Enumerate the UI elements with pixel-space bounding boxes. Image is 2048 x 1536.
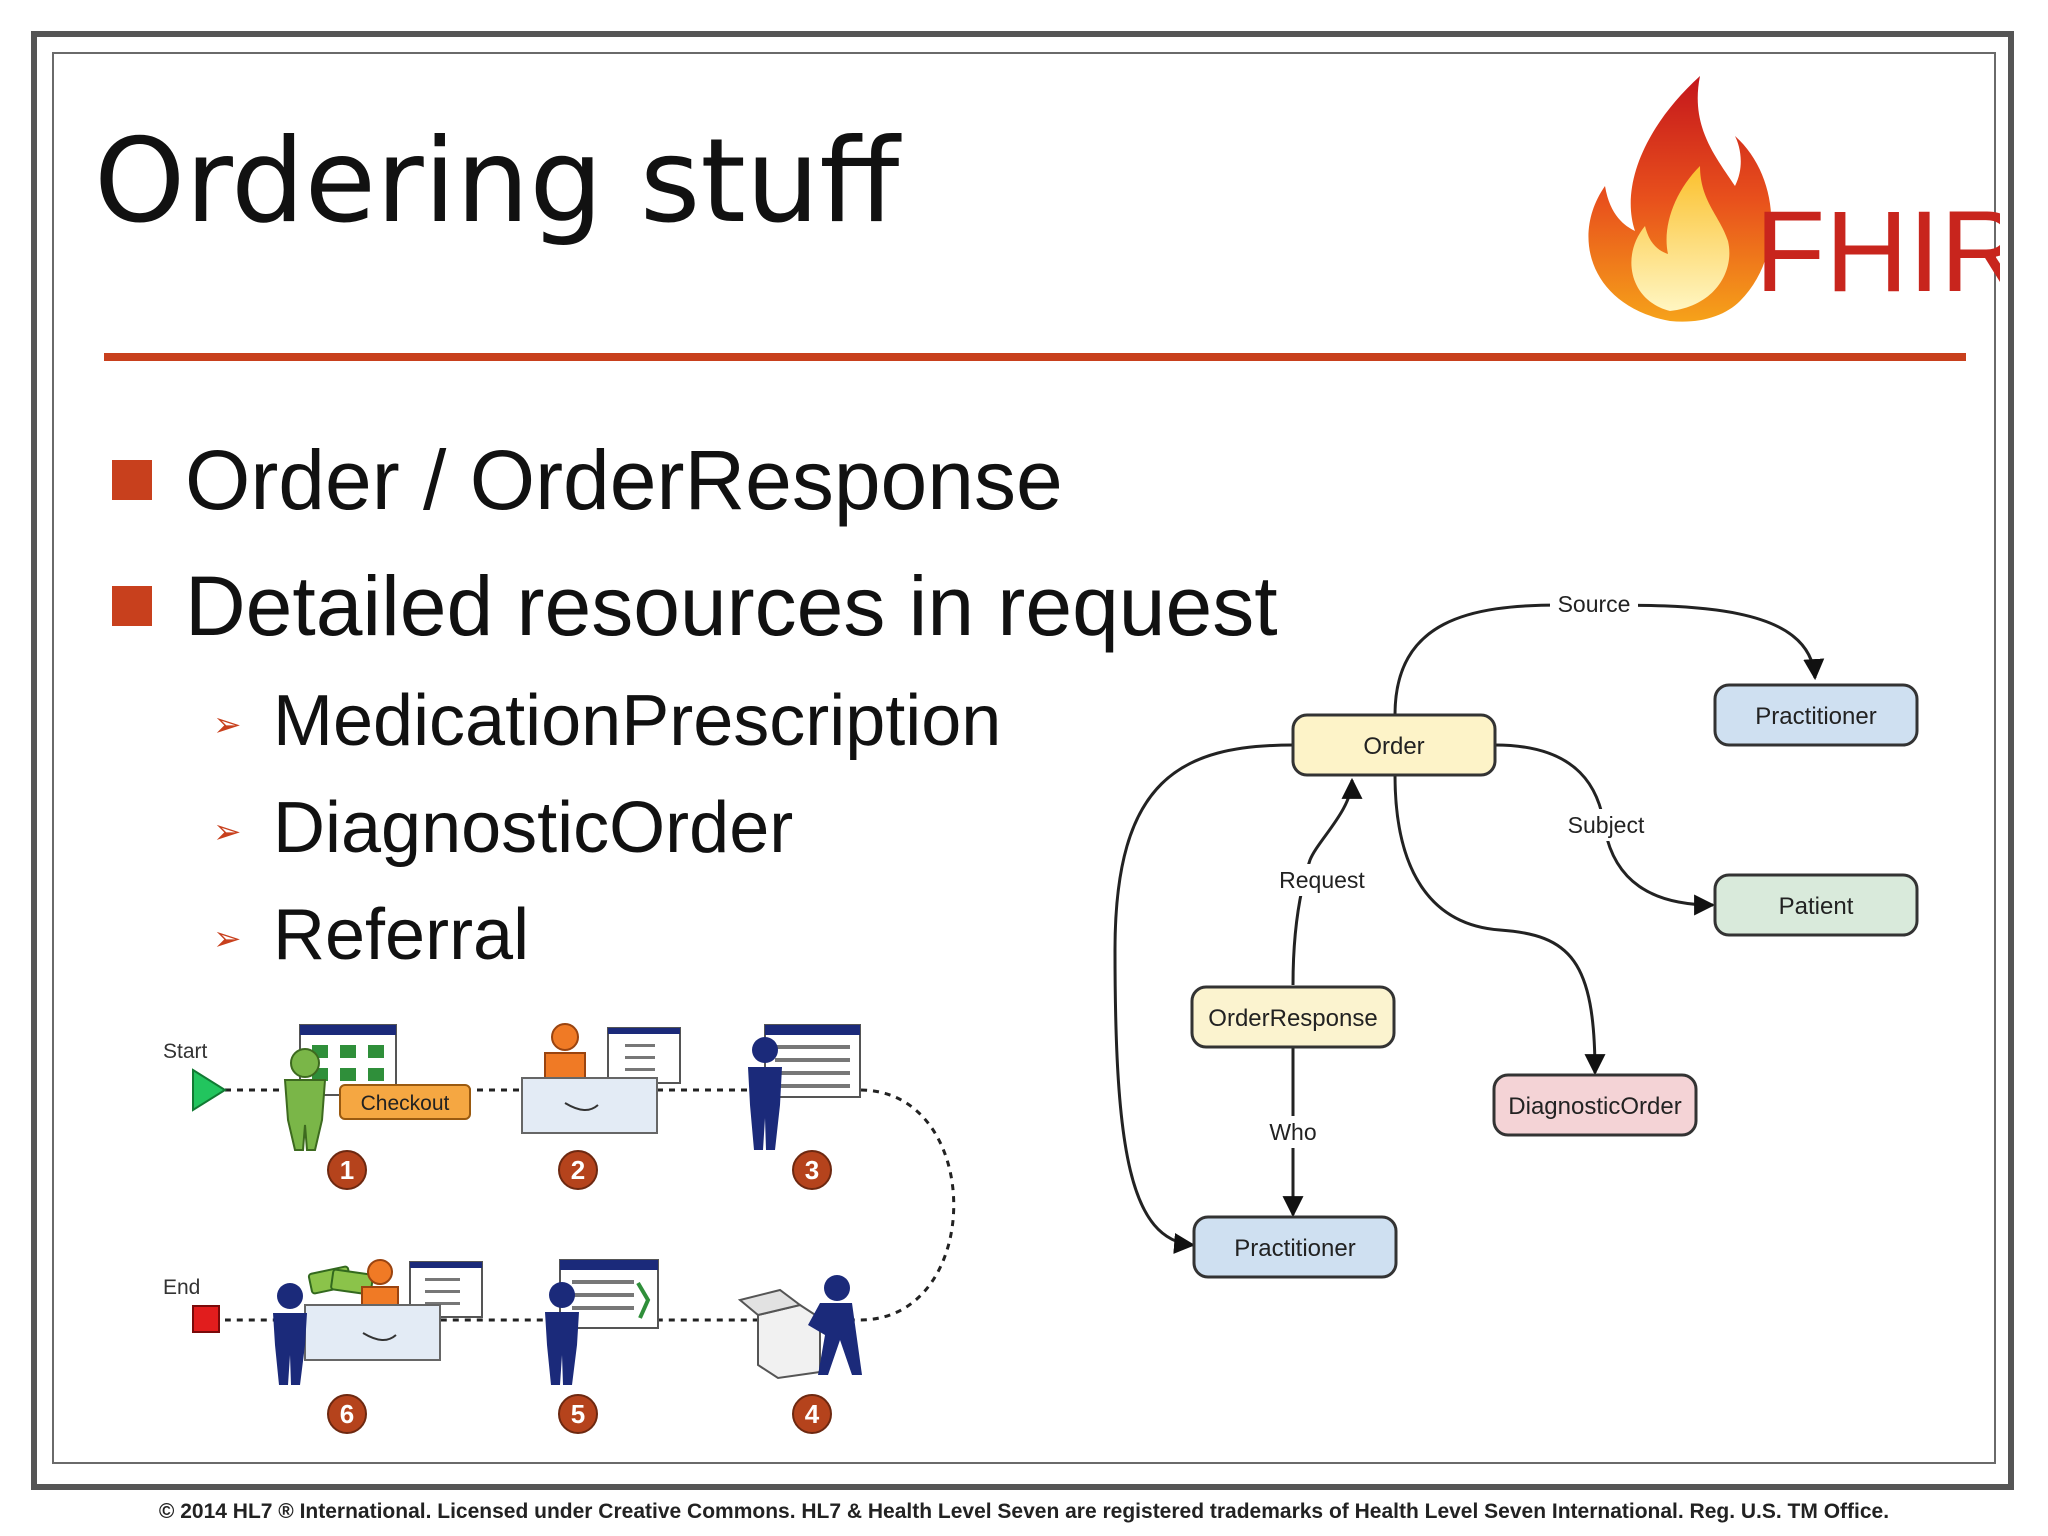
end-marker-icon bbox=[192, 1305, 220, 1333]
svg-text:3: 3 bbox=[805, 1155, 819, 1185]
edge-label-source: Source bbox=[1558, 591, 1631, 617]
step-badge-3: 3 bbox=[792, 1150, 832, 1190]
checkout-label: Checkout bbox=[361, 1092, 450, 1115]
node-diagnostic-order: DiagnosticOrder bbox=[1492, 1073, 1698, 1137]
step-badge-1: 1 bbox=[327, 1150, 367, 1190]
edge-label-subject: Subject bbox=[1568, 812, 1645, 838]
node-order-response-label: OrderResponse bbox=[1208, 1005, 1377, 1032]
desk-icon bbox=[304, 1304, 441, 1361]
svg-text:2: 2 bbox=[571, 1155, 585, 1185]
node-order-response: OrderResponse bbox=[1190, 985, 1396, 1049]
person-navy-icon bbox=[748, 1037, 782, 1150]
person-green-icon bbox=[283, 1048, 327, 1151]
sub-bullet-arrow-icon: ➢ bbox=[213, 920, 242, 958]
node-practitioner-bottom-label: Practitioner bbox=[1234, 1235, 1355, 1262]
node-practitioner-bottom: Practitioner bbox=[1192, 1215, 1398, 1279]
node-practitioner-top-label: Practitioner bbox=[1755, 703, 1876, 730]
svg-text:1: 1 bbox=[340, 1155, 354, 1185]
step-6-scene bbox=[273, 1259, 483, 1385]
sub-bullet-arrow-icon: ➢ bbox=[213, 706, 242, 744]
bullet-marker bbox=[112, 460, 152, 500]
bullet-detailed-resources: Detailed resources in request bbox=[185, 559, 1278, 653]
step-badge-4: 4 bbox=[792, 1394, 832, 1434]
slide-inner-frame bbox=[52, 52, 1996, 1464]
end-label: End bbox=[163, 1276, 200, 1299]
edge-diagnostic bbox=[1393, 774, 1606, 1076]
step-5-scene bbox=[545, 1259, 659, 1385]
svg-text:4: 4 bbox=[805, 1399, 820, 1429]
checklist-window-icon bbox=[607, 1027, 681, 1084]
node-order-label: Order bbox=[1363, 733, 1424, 760]
step-2-scene bbox=[521, 1023, 681, 1134]
step-badge-6: 6 bbox=[327, 1394, 367, 1434]
node-practitioner-top: Practitioner bbox=[1713, 683, 1919, 747]
person-navy-icon bbox=[808, 1275, 862, 1375]
desk-icon bbox=[521, 1077, 658, 1134]
svg-text:5: 5 bbox=[571, 1399, 585, 1429]
bullet-marker bbox=[112, 586, 152, 626]
step-1-scene: Checkout bbox=[283, 1024, 471, 1151]
bullet-order: Order / OrderResponse bbox=[185, 433, 1063, 527]
sub-bullet-arrow-icon: ➢ bbox=[213, 813, 242, 851]
person-navy-icon bbox=[273, 1283, 307, 1385]
step-4-scene bbox=[737, 1275, 862, 1380]
checkout-button bbox=[339, 1084, 471, 1120]
edge-order-practitioner bbox=[1113, 743, 1294, 1254]
sub-bullet-diagnostic-order: DiagnosticOrder bbox=[273, 788, 794, 868]
package-box-icon bbox=[737, 1288, 821, 1380]
node-order: Order bbox=[1291, 713, 1497, 777]
title-divider bbox=[104, 353, 1966, 361]
svg-text:6: 6 bbox=[340, 1399, 354, 1429]
sub-bullet-referral: Referral bbox=[273, 895, 530, 975]
node-diagnostic-order-label: DiagnosticOrder bbox=[1508, 1093, 1681, 1120]
person-navy-icon bbox=[545, 1282, 579, 1385]
node-patient: Patient bbox=[1713, 873, 1919, 937]
fhir-logo: FHIR bbox=[1588, 76, 2000, 322]
copyright-footer: © 2014 HL7 ® International. Licensed und… bbox=[158, 1500, 1890, 1523]
edge-label-who: Who bbox=[1269, 1119, 1316, 1145]
fhir-logo-text: FHIR bbox=[1755, 188, 2000, 316]
slide-title: Ordering stuff bbox=[94, 114, 900, 249]
flame-icon bbox=[1588, 76, 1772, 322]
edge-label-request: Request bbox=[1279, 867, 1365, 893]
node-patient-label: Patient bbox=[1779, 893, 1854, 920]
start-marker-icon bbox=[192, 1068, 227, 1112]
step-badge-2: 2 bbox=[558, 1150, 598, 1190]
person-orange-icon bbox=[544, 1023, 586, 1086]
step-badge-5: 5 bbox=[558, 1394, 598, 1434]
sub-bullet-medication-prescription: MedicationPrescription bbox=[273, 681, 1002, 761]
edge-request bbox=[1291, 777, 1363, 986]
step-3-scene bbox=[748, 1024, 861, 1150]
start-label: Start bbox=[163, 1040, 208, 1063]
